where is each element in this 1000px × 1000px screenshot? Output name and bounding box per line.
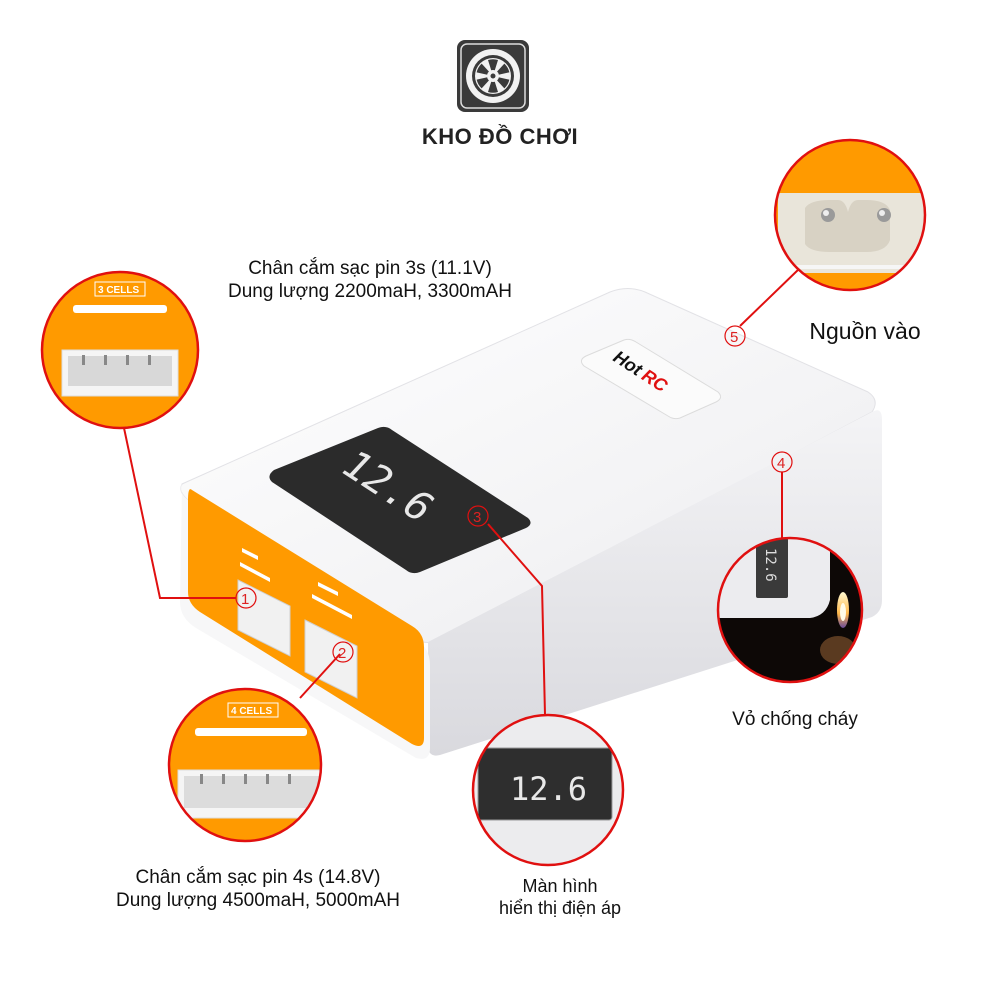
svg-text:12.6: 12.6 (762, 548, 778, 582)
zoom-display: 12.6 (473, 715, 623, 865)
callout-2-label: Chân cắm sạc pin 4s (14.8V) Dung lượng 4… (88, 867, 428, 913)
callout-3-line1: Màn hình (522, 876, 598, 896)
charger-body: 12.6 Hot RC (180, 288, 882, 759)
svg-text:3 CELLS: 3 CELLS (98, 285, 139, 296)
callout-3-label: Màn hình hiển thị điện áp (460, 876, 660, 919)
callout-lines (123, 267, 801, 716)
brand-name: KHO ĐỒ CHƠI (421, 124, 579, 149)
callout-1-label: Chân cắm sạc pin 3s (11.1V) Dung lượng 2… (190, 258, 550, 304)
callout-1-line1: Chân cắm sạc pin 3s (11.1V) (248, 258, 492, 279)
callout-2-line2: Dung lượng 4500maH, 5000mAH (116, 889, 400, 911)
callout-1-line2: Dung lượng 2200maH, 3300mAH (228, 280, 512, 302)
zoom-fireproof: 12.6 (718, 538, 862, 682)
svg-text:4 CELLS: 4 CELLS (231, 706, 272, 717)
zoom-power-input (775, 140, 925, 290)
zoom-4cells: 4 CELLS (169, 689, 321, 841)
callout-4-label: Vỏ chống cháy (732, 709, 858, 730)
svg-text:12.6: 12.6 (510, 770, 587, 808)
callout-markers: 1 2 3 4 5 (235, 325, 793, 663)
svg-text:5: 5 (730, 329, 738, 346)
svg-text:3: 3 (473, 509, 481, 526)
callout-2-line1: Chân cắm sạc pin 4s (14.8V) (135, 867, 381, 888)
svg-text:4: 4 (777, 455, 785, 472)
brand-logo (455, 38, 531, 114)
callout-5-label: Nguồn vào (809, 318, 921, 344)
callout-3-line2: hiển thị điện áp (498, 897, 622, 918)
svg-text:1: 1 (241, 591, 249, 608)
zoom-3cells: 3 CELLS (42, 272, 198, 428)
wheel-icon (457, 40, 529, 112)
svg-text:2: 2 (338, 645, 346, 662)
